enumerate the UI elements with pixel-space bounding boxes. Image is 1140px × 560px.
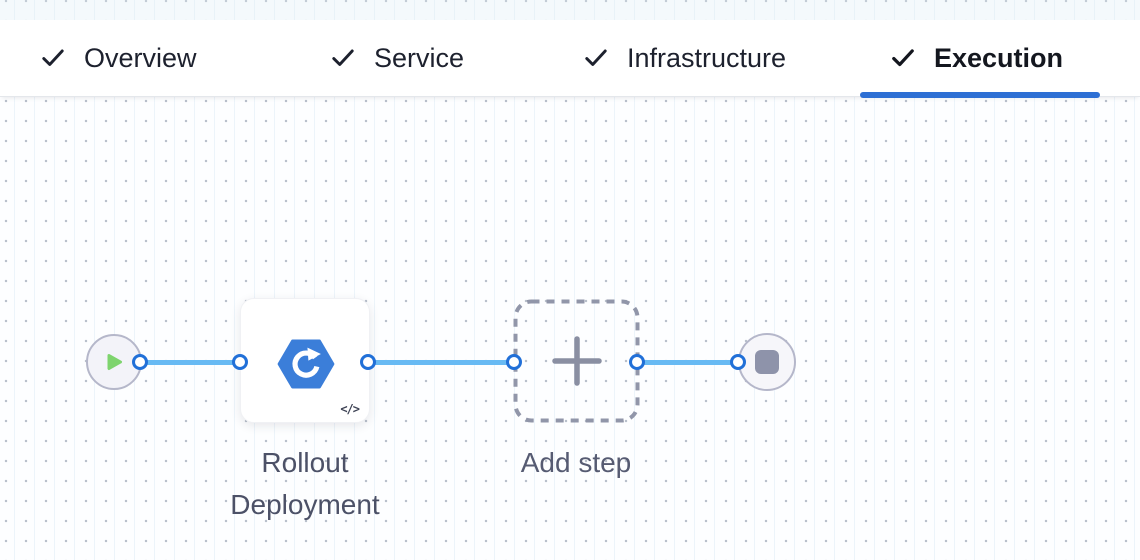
- tab-infrastructure[interactable]: Infrastructure: [583, 20, 786, 96]
- connector-port: [629, 354, 645, 370]
- connector-line: [368, 360, 514, 365]
- tab-label: Infrastructure: [627, 42, 787, 73]
- tab-label: Service: [374, 42, 465, 73]
- connector-port: [132, 354, 148, 370]
- pipeline-stop-node: [738, 333, 796, 391]
- rollout-hexagon-icon: [277, 339, 335, 389]
- check-icon: [585, 49, 607, 66]
- canvas-top-strip: [0, 0, 1140, 20]
- step-node-rollout-deployment[interactable]: </>: [240, 298, 370, 423]
- connector-line: [637, 360, 738, 365]
- connector-port: [730, 354, 746, 370]
- connector-port: [506, 354, 522, 370]
- play-icon: [107, 354, 122, 370]
- tab-label: Overview: [84, 42, 197, 73]
- check-icon: [332, 49, 354, 66]
- tab-overview[interactable]: Overview: [40, 20, 197, 96]
- dashed-placeholder-border: [513, 299, 640, 423]
- check-icon: [892, 49, 914, 67]
- tab-service[interactable]: Service: [330, 20, 464, 96]
- tab-execution[interactable]: Execution: [890, 20, 1063, 96]
- tab-label: Execution: [934, 42, 1064, 73]
- yaml-code-badge: </>: [340, 402, 360, 416]
- connector-port: [232, 354, 248, 370]
- plus-icon: [552, 336, 602, 386]
- add-step-button[interactable]: [513, 299, 640, 423]
- connector-line: [140, 360, 240, 365]
- active-tab-underline: [860, 92, 1100, 98]
- add-step-label: Add step: [520, 447, 632, 478]
- connector-port: [360, 354, 376, 370]
- stop-icon: [755, 350, 779, 374]
- stage-setup-tabbar: Overview Service Infrastructure Executio…: [0, 20, 1140, 98]
- check-icon: [42, 49, 64, 66]
- step-label-rollout-deployment: Rollout Deployment: [230, 447, 380, 520]
